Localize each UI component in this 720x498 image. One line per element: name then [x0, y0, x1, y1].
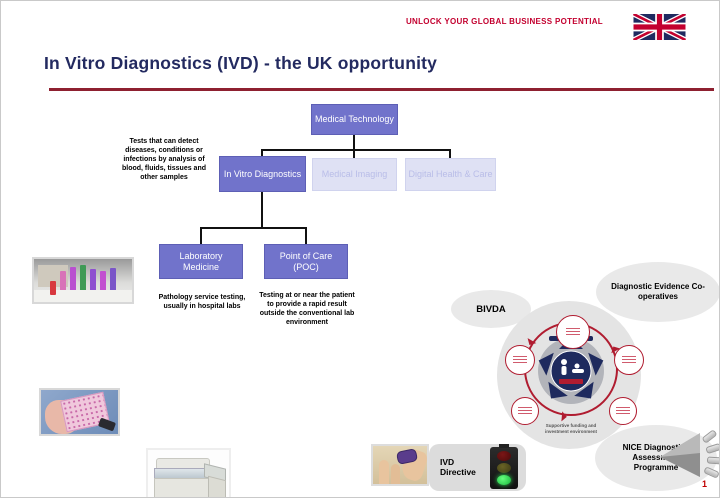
- org-node-medical-imaging[interactable]: Medical Imaging: [312, 158, 397, 191]
- connector: [305, 227, 307, 244]
- connector: [353, 135, 355, 151]
- note-laboratory-medicine: Pathology service testing, usually in ho…: [158, 294, 246, 310]
- ivd-directive-label: IVD Directive: [440, 457, 476, 477]
- note-ivd-definition: Tests that can detect diseases, conditio…: [121, 138, 206, 181]
- connector: [353, 149, 355, 159]
- cycle-satellite: [505, 345, 535, 375]
- uk-flag-icon: [617, 11, 702, 43]
- connector: [200, 227, 307, 229]
- cycle-satellite: [609, 397, 637, 425]
- org-node-in-vitro-diagnostics[interactable]: In Vitro Diagnostics: [219, 156, 306, 192]
- org-node-laboratory-medicine[interactable]: Laboratory Medicine: [159, 244, 243, 279]
- page-curl-icon[interactable]: 1: [656, 427, 719, 497]
- connector: [200, 227, 202, 244]
- connector: [261, 149, 263, 157]
- innovation-cycle-diagram: Supportive funding and investment enviro…: [497, 299, 645, 449]
- clinician-patient-icon: [561, 359, 584, 375]
- traffic-light-icon: [490, 444, 518, 489]
- header-tagline: UNLOCK YOUR GLOBAL BUSINESS POTENTIAL: [405, 17, 603, 26]
- page-number: 1: [702, 479, 708, 489]
- cycle-satellite: [556, 315, 590, 349]
- blood-tubes-photo: [32, 257, 134, 304]
- slide-title: In Vitro Diagnostics (IVD) - the UK oppo…: [44, 53, 438, 73]
- connector: [449, 149, 451, 159]
- ivd-directive-card: IVD Directive: [429, 444, 526, 491]
- title-underline: [49, 88, 714, 91]
- bubble-diagnostic-evidence-cooperatives[interactable]: Diagnostic Evidence Co-operatives: [596, 262, 719, 322]
- connector: [261, 192, 263, 229]
- org-node-medical-technology[interactable]: Medical Technology: [311, 104, 398, 135]
- org-node-digital-health-care[interactable]: Digital Health & Care: [405, 158, 496, 191]
- note-point-of-care: Testing at or near the patient to provid…: [259, 292, 355, 326]
- connector: [261, 149, 451, 151]
- finger-prick-photo: [371, 444, 429, 486]
- cycle-satellite: [511, 397, 539, 425]
- org-node-point-of-care[interactable]: Point of Care (POC): [264, 244, 348, 279]
- microplate-photo: [39, 388, 120, 436]
- cycle-caption: Supportive funding and investment enviro…: [544, 423, 597, 434]
- bubble-bivda[interactable]: BIVDA: [451, 290, 531, 328]
- cycle-satellite: [614, 345, 644, 375]
- lab-analyzer-photo: [146, 448, 231, 497]
